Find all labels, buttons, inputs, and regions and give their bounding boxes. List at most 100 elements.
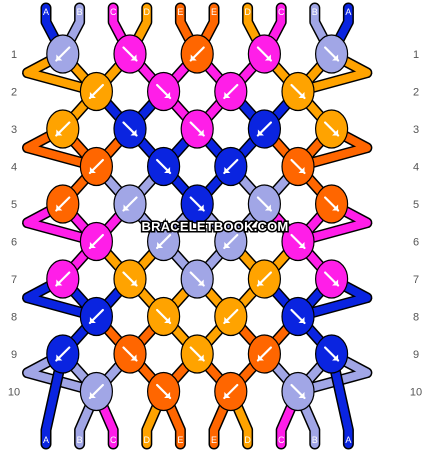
knot bbox=[113, 259, 147, 299]
knot-arrow-head bbox=[56, 354, 63, 361]
knot bbox=[147, 371, 181, 412]
knot-arrow-head bbox=[332, 354, 339, 361]
knot-arrow-head bbox=[264, 54, 271, 61]
knot-arrow-head bbox=[89, 167, 96, 173]
knot bbox=[147, 71, 181, 112]
top-string-label: C bbox=[278, 7, 285, 17]
knot-arrow-head bbox=[56, 54, 63, 61]
knot-arrow-head bbox=[298, 92, 305, 98]
knot-arrow-head bbox=[257, 354, 264, 361]
knot-arrow-head bbox=[197, 129, 204, 136]
knot bbox=[281, 221, 315, 262]
knot bbox=[79, 296, 114, 337]
row-label-right: 1 bbox=[413, 49, 419, 61]
bottom-string-label: E bbox=[177, 435, 183, 445]
top-string-label: A bbox=[345, 7, 351, 17]
knot-arrow-head bbox=[89, 242, 96, 248]
row-label-left: 3 bbox=[11, 124, 17, 136]
row-label-left: 2 bbox=[11, 87, 17, 99]
bottom-string-label: E bbox=[211, 435, 217, 445]
row-label-right: 6 bbox=[413, 237, 419, 249]
knot-arrow-head bbox=[164, 92, 171, 98]
knot bbox=[147, 221, 181, 262]
knot bbox=[214, 221, 248, 262]
knot-arrow-head bbox=[197, 354, 204, 361]
bottom-string-label: C bbox=[278, 435, 285, 445]
knot-arrow-head bbox=[56, 129, 63, 136]
knot-arrow-head bbox=[89, 92, 96, 98]
row-label-left: 9 bbox=[11, 349, 17, 361]
row-label-right: 7 bbox=[413, 274, 419, 286]
top-string-label: B bbox=[312, 7, 318, 17]
top-string-label: D bbox=[144, 7, 151, 17]
knot bbox=[113, 184, 147, 224]
knot bbox=[180, 334, 214, 374]
row-label-left: 8 bbox=[11, 312, 17, 324]
knot bbox=[214, 371, 248, 412]
knot bbox=[147, 296, 181, 337]
knot-arrow-head bbox=[89, 317, 96, 323]
row-label-right: 10 bbox=[410, 387, 422, 399]
row-label-right: 8 bbox=[413, 312, 419, 324]
knot bbox=[180, 259, 214, 299]
row-label-left: 1 bbox=[11, 49, 17, 61]
knot bbox=[247, 334, 281, 374]
knot-arrow-head bbox=[224, 392, 231, 398]
knot-arrow-head bbox=[298, 167, 305, 173]
row-label-left: 5 bbox=[11, 199, 17, 211]
top-string-label: C bbox=[110, 7, 117, 17]
knot bbox=[315, 184, 349, 224]
knot-arrow-head bbox=[190, 54, 197, 61]
knot bbox=[315, 34, 349, 74]
bottom-string-label: B bbox=[312, 435, 318, 445]
knot bbox=[281, 146, 315, 187]
knot bbox=[46, 259, 80, 299]
knot bbox=[46, 34, 80, 74]
knot-arrow-head bbox=[164, 392, 171, 398]
row-label-right: 5 bbox=[413, 199, 419, 211]
knot bbox=[180, 109, 214, 149]
knot-arrow-head bbox=[130, 54, 137, 61]
top-string-label: A bbox=[43, 7, 49, 17]
knot-arrow-head bbox=[56, 204, 63, 211]
knot-arrow-head bbox=[157, 242, 164, 248]
top-string-label: D bbox=[244, 7, 251, 17]
knot-arrow-head bbox=[264, 204, 271, 211]
knot-arrow-head bbox=[224, 167, 231, 173]
knot-arrow-head bbox=[298, 317, 305, 323]
top-string-label: E bbox=[177, 7, 183, 17]
knot-arrow-head bbox=[89, 392, 96, 398]
knot bbox=[315, 259, 349, 299]
top-string-label: B bbox=[77, 7, 83, 17]
knot bbox=[147, 146, 181, 187]
knot bbox=[214, 71, 248, 112]
knot bbox=[281, 71, 315, 112]
row-label-left: 7 bbox=[11, 274, 17, 286]
knot bbox=[214, 296, 248, 337]
knot bbox=[281, 371, 315, 412]
knot-arrow-head bbox=[332, 54, 339, 61]
row-label-right: 4 bbox=[413, 162, 419, 174]
knot bbox=[113, 109, 147, 149]
knot-arrow-head bbox=[224, 317, 231, 323]
row-label-left: 6 bbox=[11, 237, 17, 249]
knot bbox=[281, 296, 315, 337]
knot-arrow-head bbox=[130, 129, 137, 136]
knot bbox=[46, 184, 80, 224]
top-string-label: E bbox=[211, 7, 217, 17]
bottom-string-label: A bbox=[345, 435, 351, 445]
knot-arrow-head bbox=[130, 354, 137, 361]
watermark-text: BRACELETBOOK.COM bbox=[142, 219, 289, 234]
knot-arrow-head bbox=[224, 242, 231, 248]
knot bbox=[79, 146, 114, 187]
knot bbox=[113, 34, 147, 74]
knot-arrow-head bbox=[123, 204, 130, 211]
knot bbox=[180, 34, 214, 74]
row-label-left: 10 bbox=[8, 387, 20, 399]
knot-layer bbox=[46, 34, 349, 412]
knot-arrow-head bbox=[298, 392, 305, 398]
knot bbox=[46, 109, 80, 149]
